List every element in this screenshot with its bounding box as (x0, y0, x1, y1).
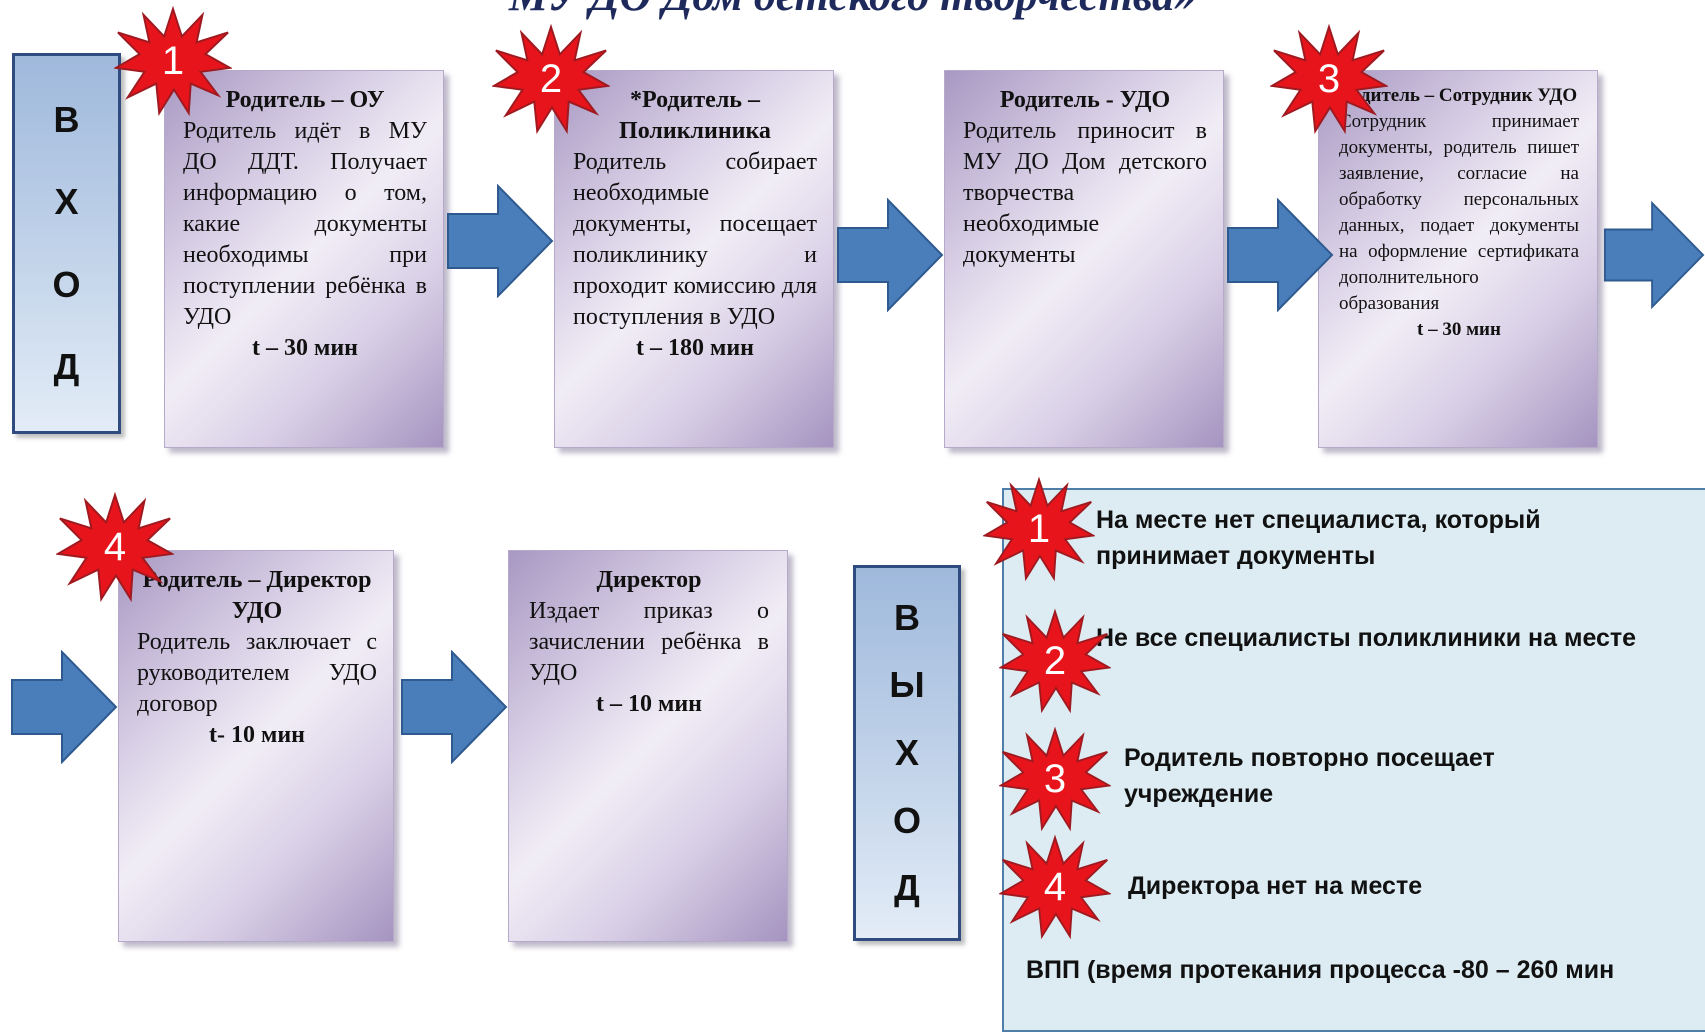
step-time: t – 30 мин (252, 335, 358, 361)
entry-letter: О (52, 263, 81, 305)
step-parent-director: Родитель – Директор УДО Родитель заключа… (118, 550, 394, 942)
marker-number: 3 (1317, 57, 1341, 101)
total-process-time: ВПП (время протекания процесса -80 – 260… (1026, 956, 1615, 984)
step-parent-clinic: *Родитель – Поликлиника Родитель собирае… (554, 70, 834, 448)
problem-number: 4 (1043, 865, 1067, 909)
marker-number: 2 (539, 57, 563, 101)
problem-burst-2: 2 (998, 606, 1113, 716)
step-parent-employee: Родитель – Сотрудник УДО Сотрудник прини… (1318, 70, 1598, 448)
step-description: Издает приказ о зачислении ребёнка в УДО (529, 598, 769, 686)
entry-letter: В (53, 99, 80, 141)
problem-burst-3: 3 (998, 724, 1113, 834)
step-time: t- 10 мин (209, 722, 305, 748)
marker-burst-4: 4 (55, 491, 176, 603)
page-title: МУ ДО Дом детского творчества» (0, 0, 1705, 21)
step-parent-school: Родитель – ОУ Родитель идёт в МУ ДО ДДТ.… (164, 70, 444, 448)
problem-text: Директора нет на месте (1128, 872, 1423, 900)
marker-burst-3: 3 (1269, 23, 1390, 135)
exit-letter: Д (894, 867, 920, 909)
problem-burst-1: 1 (982, 474, 1097, 584)
step-parent-institution: Родитель - УДО Родитель приносит в МУ ДО… (944, 70, 1224, 448)
step-time: t – 180 мин (636, 335, 754, 361)
problem-number: 2 (1043, 639, 1067, 683)
step-time: t – 30 мин (1417, 319, 1501, 340)
marker-burst-1: 1 (113, 5, 234, 117)
flow-arrow-1 (447, 184, 554, 298)
step-heading: Родитель – Сотрудник УДО (1340, 85, 1578, 106)
exit-box: В Ы Х О Д (853, 565, 961, 941)
entry-box: В Х О Д (12, 53, 121, 434)
exit-letter: Х (894, 731, 919, 773)
problem-number: 1 (1027, 507, 1051, 551)
problem-text: На месте нет специалиста, который приним… (1096, 506, 1541, 570)
step-time: t – 10 мин (596, 691, 702, 717)
flow-arrow-5 (11, 650, 118, 764)
step-description: Родитель приносит в МУ ДО Дом детского т… (963, 118, 1207, 268)
step-description: Родитель заключает с руководителем УДО д… (137, 629, 377, 717)
step-heading: *Родитель – Поликлиника (619, 87, 771, 144)
problem-burst-4: 4 (998, 832, 1113, 942)
step-heading: Директор (596, 567, 702, 593)
step-heading: Родитель – Директор УДО (142, 567, 372, 624)
flow-arrow-2 (837, 198, 944, 312)
problem-number: 3 (1043, 757, 1067, 801)
exit-letter: Ы (889, 664, 925, 706)
marker-number: 1 (161, 39, 185, 83)
marker-number: 4 (103, 525, 127, 569)
step-heading: Родитель - УДО (999, 87, 1171, 113)
problem-text: Не все специалисты поликлиники на месте (1096, 624, 1637, 652)
flow-arrow-4 (1603, 200, 1705, 310)
exit-letter: В (894, 596, 920, 638)
problems-panel: На месте нет специалиста, который приним… (1002, 488, 1705, 1032)
problem-text: Родитель повторно посещает учреждение (1124, 744, 1495, 808)
entry-letter: Д (53, 345, 80, 387)
step-director: Директор Издает приказ о зачислении ребё… (508, 550, 788, 942)
flow-arrow-3 (1227, 198, 1334, 312)
step-description: Сотрудник принимает документы, родитель … (1339, 111, 1579, 314)
step-description: Родитель идёт в МУ ДО ДДТ. Получает инфо… (183, 118, 427, 330)
marker-burst-2: 2 (491, 23, 612, 135)
step-description: Родитель собирает необходимые документы,… (573, 149, 817, 330)
exit-letter: О (892, 799, 921, 841)
flow-arrow-6 (401, 650, 508, 764)
entry-letter: Х (54, 181, 79, 223)
step-heading: Родитель – ОУ (225, 87, 385, 113)
